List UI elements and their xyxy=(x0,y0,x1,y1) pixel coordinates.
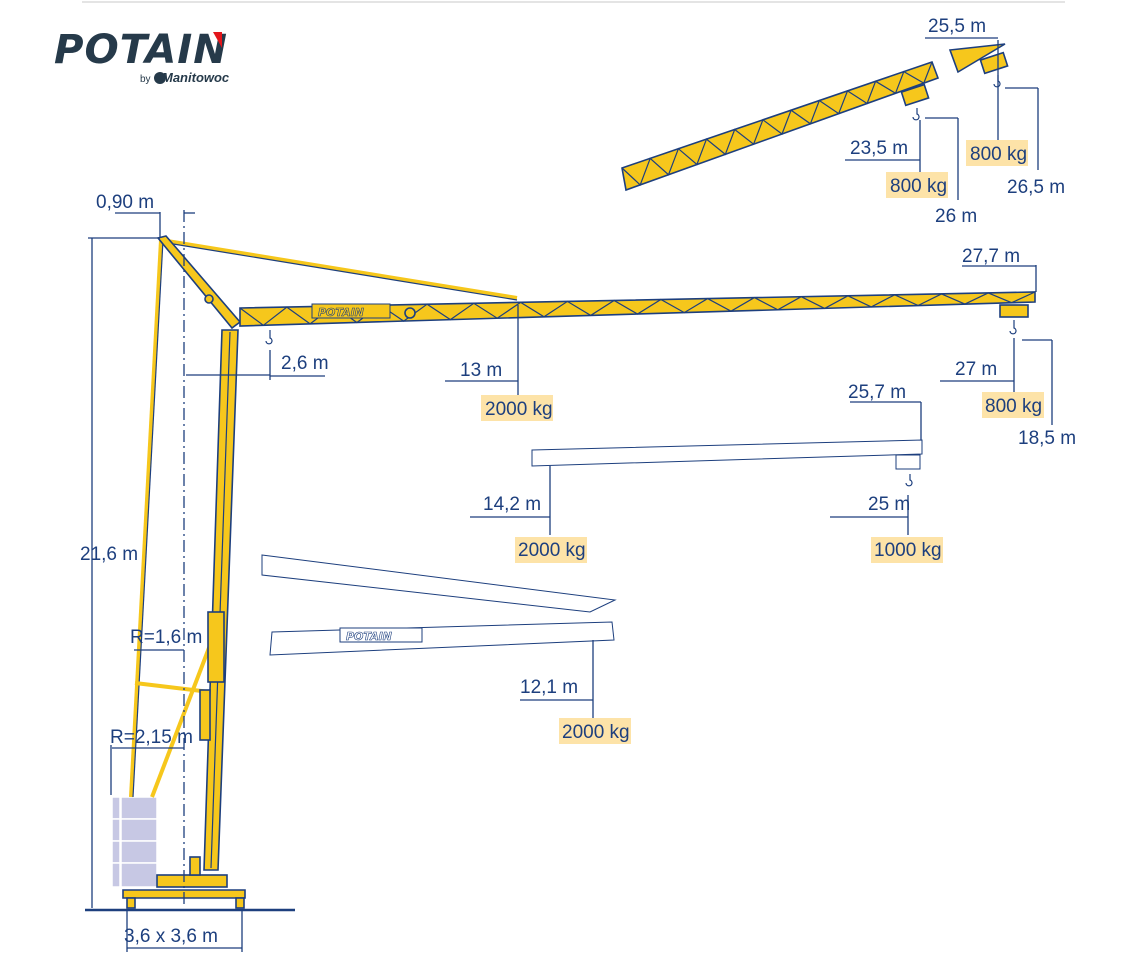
luffed2-tip-radius: 25,5 m xyxy=(928,16,986,37)
mast xyxy=(156,235,242,871)
masthead-offset-label: 0,90 m xyxy=(96,192,154,213)
horizontal-jib: POTAIN xyxy=(239,291,1036,345)
ballast-blocks xyxy=(111,796,158,888)
luffed1-height: 26 m xyxy=(935,206,977,227)
luffed-jib xyxy=(621,43,1009,192)
logo-parent: Manitowoc xyxy=(162,70,230,85)
horizontal-mid-load: 2000 kg xyxy=(485,399,553,420)
jib-brand-label: POTAIN xyxy=(318,306,364,319)
height-label: 21,6 m xyxy=(80,544,138,565)
reduced-tip-load: 1000 kg xyxy=(874,540,942,561)
folded-load: 2000 kg xyxy=(562,722,630,743)
load-label-backgrounds xyxy=(481,140,1044,744)
horizontal-tip-load: 800 kg xyxy=(985,396,1042,417)
hook-icon xyxy=(993,75,1001,88)
folded-jib: POTAIN xyxy=(261,554,617,656)
logo-by: by xyxy=(140,74,151,85)
manitowoc-mark-icon xyxy=(154,72,166,84)
luffed2-height: 26,5 m xyxy=(1007,177,1065,198)
logo-brand: POTAIN xyxy=(54,27,228,73)
trolley-icon xyxy=(900,83,930,107)
hook-icon xyxy=(905,474,913,487)
reduced-mid-radius: 14,2 m xyxy=(483,494,541,515)
horizontal-mid-radius: 13 m xyxy=(460,360,502,381)
reduced-tip-radius: 25 m xyxy=(868,494,910,515)
reduced-jib xyxy=(531,439,923,487)
tail-radius-2-label: R=2,15 m xyxy=(110,727,193,748)
trolley-icon xyxy=(895,454,921,470)
back-stay xyxy=(129,238,518,798)
trolley-icon xyxy=(979,51,1009,75)
horizontal-jib-length: 27,7 m xyxy=(962,246,1020,267)
hook-icon xyxy=(912,108,920,121)
jib-brand-label: POTAIN xyxy=(346,630,392,643)
potain-logo: POTAIN by Manitowoc xyxy=(54,27,230,85)
trolley-icon xyxy=(999,304,1029,318)
luffed1-tip-load: 800 kg xyxy=(890,176,947,197)
reduced-mid-load: 2000 kg xyxy=(518,540,586,561)
hook-icon xyxy=(265,330,273,345)
logo-accent xyxy=(213,32,222,48)
tail-radius-1-label: R=1,6 m xyxy=(130,627,202,648)
base-size-label: 3,6 x 3,6 m xyxy=(124,926,218,947)
jib-lattice xyxy=(621,61,933,186)
hook-icon xyxy=(1009,320,1017,335)
folded-radius: 12,1 m xyxy=(520,677,578,698)
luffed1-tip-radius: 23,5 m xyxy=(850,138,908,159)
crane-base xyxy=(85,856,295,912)
horizontal-tip-radius: 27 m xyxy=(955,359,997,380)
luffed2-tip-load: 800 kg xyxy=(970,144,1027,165)
dimension-lines xyxy=(88,37,1053,952)
min-radius-label: 2,6 m xyxy=(281,353,329,374)
horizontal-height: 18,5 m xyxy=(1018,428,1076,449)
reduced-jib-length: 25,7 m xyxy=(848,382,906,403)
